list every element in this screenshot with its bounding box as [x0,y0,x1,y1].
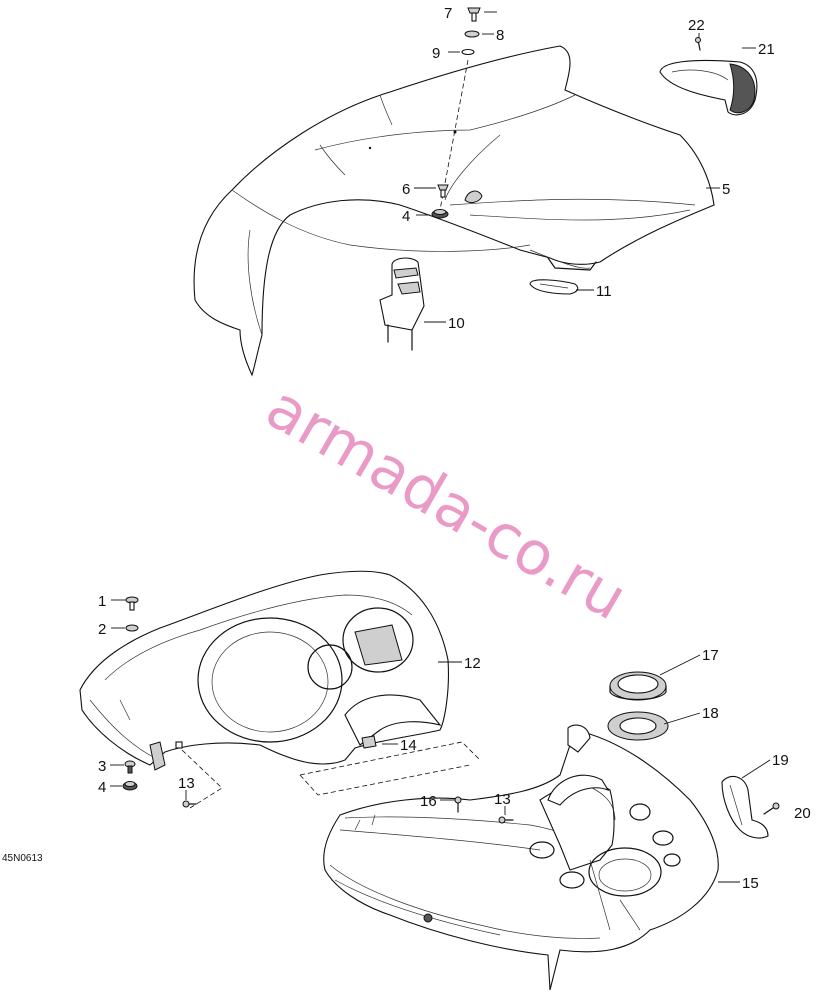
callout-1: 1 [98,593,106,610]
callout-21: 21 [758,41,775,58]
connection-line-left [181,749,223,809]
screw-part-6 [437,184,449,198]
cover-part-19 [721,775,769,839]
bracket-part-10 [379,257,425,351]
callout-10: 10 [448,315,465,332]
screw-part-1 [125,596,139,611]
windshield-part-5 [193,45,715,377]
washer-part-8 [464,30,480,38]
callout-19: 19 [772,752,789,769]
screw-part-13-right [498,816,514,824]
ring-nut-part-17 [609,671,667,701]
nut-part-4-upper [431,209,449,219]
screw-part-3 [124,760,136,774]
callout-2: 2 [98,621,106,638]
reference-code: 45N0613 [2,853,43,864]
callout-3: 3 [98,758,106,775]
handle-part-11 [529,279,579,295]
callout-5: 5 [722,181,730,198]
console-part-15 [323,724,719,991]
callout-12: 12 [464,655,481,672]
washer-part-9 [461,48,475,56]
mirror-part-21 [659,59,758,116]
gasket-part-18 [607,711,669,741]
callout-20: 20 [794,805,811,822]
nut-part-4-lower [122,781,138,791]
callout-11: 11 [596,283,612,300]
connection-line-bottom [299,764,471,796]
callout-17: 17 [702,647,719,664]
callout-16: 16 [420,793,437,810]
callout-15: 15 [742,875,759,892]
assembly-axis-line [439,59,469,211]
screw-part-7 [467,7,481,22]
callout-8: 8 [496,27,504,44]
callout-9: 9 [432,45,440,62]
callout-13-left: 13 [178,775,195,792]
washer-part-2 [125,624,139,632]
callout-18: 18 [702,705,719,722]
callout-6: 6 [402,181,410,198]
leader-lines [110,11,771,883]
screw-part-22 [695,37,701,51]
callout-13-right: 13 [494,791,511,808]
callout-4-lower: 4 [98,779,106,796]
callout-4-upper: 4 [402,208,410,225]
clip-part-14 [361,735,377,749]
callout-14: 14 [400,737,417,754]
callout-7: 7 [444,5,452,22]
gauge-housing-part-12 [79,570,449,771]
screw-part-20 [763,802,780,815]
screw-part-13-left [182,800,197,808]
callout-22: 22 [688,17,705,34]
